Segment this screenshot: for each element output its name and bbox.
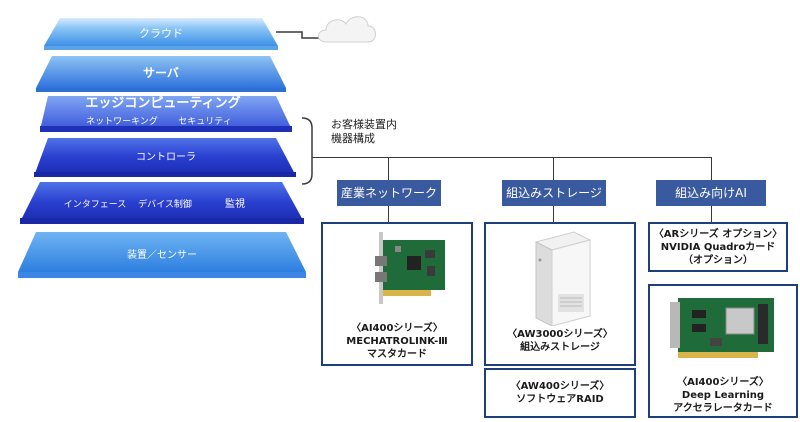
device-config-note: お客様装置内 機器構成 [331, 118, 397, 146]
caption-line-3: （オプション） [683, 255, 753, 266]
product-aw400: 〈AW400シリーズ〉 ソフトウェアRAID [484, 368, 636, 418]
caption-line-2: 組込みストレージ [520, 342, 600, 353]
product-ai400-mechatrolink: 〈AI400シリーズ〉 MECHATROLINK-Ⅲ マスタカード [321, 222, 473, 366]
branch-line-storage [553, 157, 554, 180]
caption-line-1: 〈AI400シリーズ〉 [351, 323, 443, 334]
server-label: サーバ [143, 66, 179, 80]
caption-line-2: NVIDIA Quadroカード [660, 242, 776, 253]
controller-layer [34, 138, 296, 177]
drop-line-ai [711, 206, 712, 222]
product-ar-quadro: 〈ARシリーズ オプション〉 NVIDIA Quadroカード （オプション） [648, 222, 788, 272]
storage-box-image [534, 231, 592, 326]
note-line-2: 機器構成 [331, 132, 375, 145]
caption-line-2: ソフトウェアRAID [516, 394, 604, 405]
bracket [301, 117, 313, 185]
networking-label: ネットワーキング [86, 115, 158, 127]
note-line-1: お客様装置内 [331, 118, 397, 131]
caption-ar-quadro: 〈ARシリーズ オプション〉 NVIDIA Quadroカード （オプション） [650, 228, 786, 267]
caption-ai400-deep-learning: 〈AI400シリーズ〉 Deep Learning アクセラレータカード [650, 376, 796, 415]
interface-label: インタフェース [64, 199, 127, 210]
equipment-label: 装置／センサー [127, 248, 197, 261]
caption-line-2: Deep Learning [681, 390, 765, 401]
caption-aw400: 〈AW400シリーズ〉 ソフトウェアRAID [486, 380, 634, 406]
pcie-card-image [375, 232, 445, 304]
category-industrial-network: 産業ネットワーク [337, 180, 441, 206]
caption-line-1: 〈AW3000シリーズ〉 [507, 329, 613, 340]
caption-line-3: アクセラレータカード [673, 403, 773, 414]
security-label: セキュリティ [178, 116, 231, 127]
layer-stack: クラウド サーバ エッジコンピューティング ネットワーキング セキュリティ コン… [18, 18, 306, 278]
device-control-label: デバイス制御 [138, 198, 192, 210]
monitoring-label: 監視 [225, 197, 245, 210]
caption-ai400-mechatrolink: 〈AI400シリーズ〉 MECHATROLINK-Ⅲ マスタカード [323, 322, 471, 361]
category-embedded-storage: 組込みストレージ [502, 180, 606, 206]
caption-line-3: マスタカード [367, 349, 427, 360]
caption-aw3000: 〈AW3000シリーズ〉 組込みストレージ [486, 328, 634, 354]
edge-label: エッジコンピューティング [85, 95, 240, 111]
product-ai400-deep-learning: 〈AI400シリーズ〉 Deep Learning アクセラレータカード [648, 284, 798, 418]
equipment-layer [18, 232, 306, 278]
caption-line-1: 〈AW400シリーズ〉 [510, 381, 610, 392]
cloud-label: クラウド [139, 27, 183, 40]
tree-trunk-line [312, 157, 712, 158]
caption-line-1: 〈ARシリーズ オプション〉 [653, 229, 783, 240]
drop-line-network [388, 206, 389, 222]
cloud-connector [276, 16, 376, 43]
category-embedded-ai: 組込み向けAI [656, 180, 766, 206]
branch-line-ai [711, 157, 712, 180]
server-layer [36, 56, 286, 92]
cloud-icon [318, 16, 376, 43]
edge-layer [40, 96, 292, 132]
product-aw3000: 〈AW3000シリーズ〉 組込みストレージ [484, 222, 636, 366]
cloud-layer [44, 18, 278, 50]
interface-layer [20, 182, 304, 224]
drop-line-storage [553, 206, 554, 222]
branch-line-network [388, 157, 389, 180]
accelerator-card-image [670, 298, 774, 358]
controller-label: コントローラ [136, 151, 196, 163]
caption-line-1: 〈AI400シリーズ〉 [677, 377, 769, 388]
caption-line-2: MECHATROLINK-Ⅲ [346, 336, 448, 347]
